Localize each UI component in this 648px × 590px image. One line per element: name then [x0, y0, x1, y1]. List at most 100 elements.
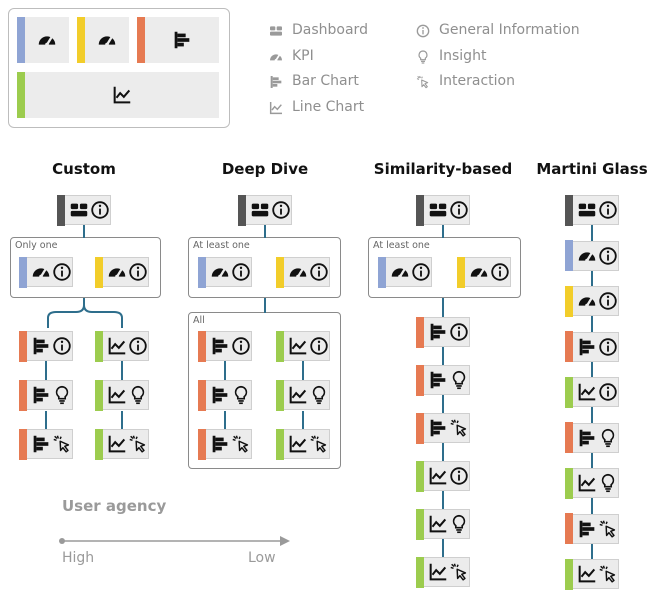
bar-chart-icon: [209, 335, 231, 357]
line-chart-icon: [106, 384, 128, 406]
info-icon: [308, 335, 330, 357]
bar-chart-icon: [30, 335, 52, 357]
column-title-similarity-based: Similarity-based: [373, 160, 513, 178]
kpi-gauge-icon: [576, 245, 598, 267]
color-bar: [94, 256, 103, 288]
kpi-gauge-icon: [36, 29, 58, 51]
color-bar: [197, 428, 206, 460]
bar-insight-node: [415, 364, 470, 396]
bar-chart-icon: [427, 417, 449, 439]
pointer-click-icon: [448, 561, 470, 583]
connector-line: [45, 361, 47, 380]
legend-tile-kpi: [77, 17, 129, 63]
color-bar: [415, 316, 424, 348]
line-chart-icon: [576, 381, 598, 403]
pointer-click-icon: [415, 74, 431, 90]
dashboard-icon: [427, 199, 449, 221]
info-icon: [597, 290, 619, 312]
legend-label: Interaction: [439, 73, 515, 89]
legend-label: General Information: [439, 22, 580, 38]
legend-label: Bar Chart: [292, 73, 359, 89]
line-chart-icon: [427, 561, 449, 583]
info-icon: [597, 381, 619, 403]
line-insight-node: [275, 379, 330, 411]
info-icon: [597, 245, 619, 267]
bar-chart-icon: [576, 336, 598, 358]
line-chart-icon: [106, 335, 128, 357]
lightbulb-icon: [230, 384, 252, 406]
line-insight-node: [94, 379, 149, 411]
legend-label: Dashboard: [292, 22, 368, 38]
bar-chart-icon: [171, 29, 193, 51]
color-bar: [564, 513, 573, 544]
dashboard-icon: [576, 199, 598, 221]
bar-chart-icon: [30, 384, 52, 406]
info-icon: [230, 261, 252, 283]
pointer-click-icon: [127, 433, 149, 455]
info-icon: [89, 199, 111, 221]
bar-chart-icon: [427, 321, 449, 343]
kpi-gauge-icon: [287, 261, 309, 283]
color-bar: [415, 364, 424, 396]
info-icon: [489, 261, 511, 283]
color-bar: [564, 467, 573, 499]
bar-chart-icon: [268, 74, 284, 90]
kpi-gauge-icon: [576, 290, 598, 312]
lightbulb-icon: [597, 472, 619, 494]
line-interaction-node: [415, 556, 470, 588]
bar-interaction-node: [415, 412, 470, 444]
color-bar: [275, 428, 284, 460]
connector-line: [264, 298, 266, 313]
line-info-node: [275, 330, 330, 362]
ikpi-info-node: [94, 256, 149, 288]
color-bar: [197, 379, 206, 411]
info-icon: [415, 23, 431, 39]
kpi-gauge-icon: [30, 261, 52, 283]
pointer-click-icon: [308, 433, 330, 455]
color-bar: [564, 376, 573, 408]
bar-info-node: [564, 331, 619, 362]
connector-line: [224, 361, 226, 380]
line-chart-icon: [268, 100, 284, 116]
bar-interaction-node: [197, 428, 252, 460]
lightbulb-icon: [51, 384, 73, 406]
legend-label: Insight: [439, 48, 487, 64]
color-bar: [197, 256, 206, 288]
lightbulb-icon: [127, 384, 149, 406]
connector-line: [442, 225, 444, 238]
info-icon: [597, 199, 619, 221]
bar-info-node: [18, 330, 73, 362]
dashboard-icon: [68, 199, 90, 221]
info-icon: [127, 335, 149, 357]
kpi-gauge-icon: [209, 261, 231, 283]
column-title-deep-dive: Deep Dive: [221, 160, 309, 178]
bar-info-node: [415, 316, 470, 348]
bar-insight-node: [564, 422, 619, 453]
dashboard-info-node: [415, 194, 470, 226]
kpi-gauge-icon: [389, 261, 411, 283]
line-chart-icon: [576, 472, 598, 494]
group-label: All: [193, 315, 205, 326]
legend-tile-line: [17, 72, 219, 118]
info-icon: [597, 336, 619, 358]
dashboard-info-node: [237, 194, 292, 226]
line-info-node: [415, 460, 470, 492]
bar-insight-node: [18, 379, 73, 411]
connector-line: [302, 411, 304, 429]
dashboard-info-node: [564, 194, 619, 226]
info-icon: [448, 465, 470, 487]
color-bar: [18, 330, 27, 362]
color-bar: [275, 256, 284, 288]
bar-chart-icon: [427, 369, 449, 391]
pointer-click-icon: [597, 518, 619, 540]
info-icon: [127, 261, 149, 283]
brace-connector: [47, 298, 123, 328]
color-bar: [415, 556, 424, 588]
line-insight-node: [564, 467, 619, 499]
user-agency-title: User agency: [62, 497, 167, 515]
line-chart-icon: [287, 384, 309, 406]
bar-chart-icon: [30, 433, 52, 455]
color-bar: [94, 428, 103, 460]
group-label: At least one: [193, 240, 250, 251]
